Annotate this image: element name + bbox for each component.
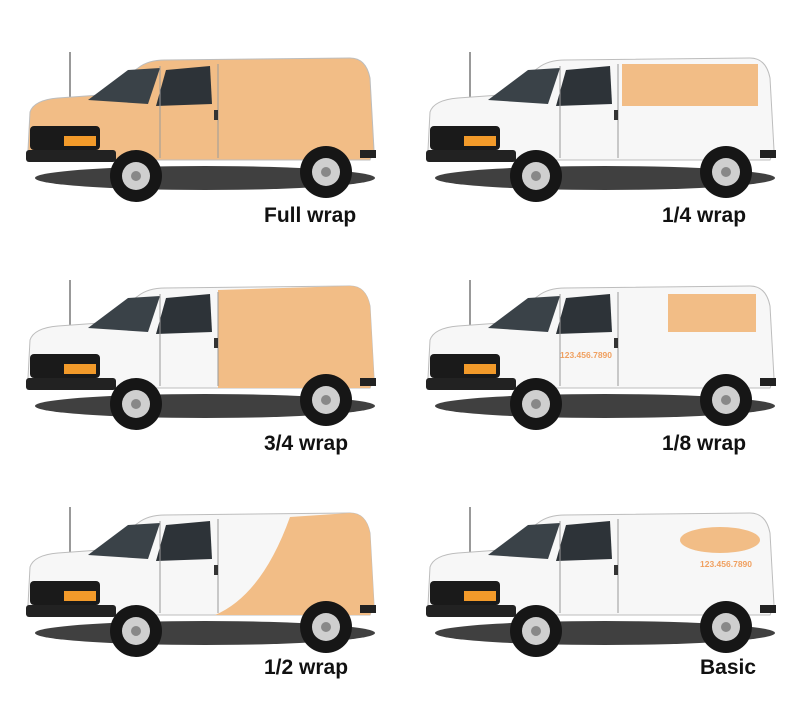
windshield xyxy=(488,296,560,332)
van-illustration xyxy=(26,280,376,430)
side-window xyxy=(156,294,212,334)
van-panel-eighth: 123.456.7890 xyxy=(400,228,800,468)
rear-bumper xyxy=(760,378,776,386)
van-body xyxy=(27,57,375,161)
van-illustration xyxy=(426,52,776,202)
wrap-label: 1/2 wrap xyxy=(264,656,349,679)
wrap-label: 1/8 wrap xyxy=(662,432,747,455)
windshield xyxy=(88,523,160,559)
wrap-panel xyxy=(622,64,758,106)
van-panel-three-quarter xyxy=(0,228,400,468)
wrap-panel xyxy=(668,294,756,332)
windshield xyxy=(88,296,160,332)
headlight xyxy=(464,364,496,374)
rear-bumper xyxy=(760,150,776,158)
door-handle xyxy=(214,565,218,575)
door-handle xyxy=(214,110,218,120)
van-illustration xyxy=(26,52,376,202)
rear-bumper xyxy=(360,605,376,613)
phone-number-text: 123.456.7890 xyxy=(700,559,752,569)
headlight xyxy=(464,136,496,146)
rear-bumper xyxy=(360,150,376,158)
side-window xyxy=(556,294,612,334)
bumper xyxy=(26,605,116,617)
wrap-label: 3/4 wrap xyxy=(264,432,349,455)
door-handle xyxy=(214,338,218,348)
headlight xyxy=(464,591,496,601)
bumper xyxy=(26,150,116,162)
wrap-label: 1/4 wrap xyxy=(662,204,747,227)
door-handle xyxy=(614,338,618,348)
bumper xyxy=(426,150,516,162)
wrap-panel xyxy=(218,286,374,388)
side-window xyxy=(156,521,212,561)
van-panel-basic: 123.456.7890 xyxy=(400,455,800,695)
bumper xyxy=(26,378,116,390)
windshield xyxy=(88,68,160,104)
headlight xyxy=(64,591,96,601)
headlight xyxy=(64,136,96,146)
van-panel-half xyxy=(0,455,400,695)
side-window xyxy=(556,66,612,106)
door-handle xyxy=(614,110,618,120)
van-illustration xyxy=(26,507,376,657)
wrap-label: Basic xyxy=(700,656,757,679)
wrap-panel xyxy=(215,513,374,615)
van-panel-full xyxy=(0,0,400,240)
door-handle xyxy=(614,565,618,575)
rear-bumper xyxy=(760,605,776,613)
headlight xyxy=(64,364,96,374)
side-window xyxy=(156,66,212,106)
phone-number-text: 123.456.7890 xyxy=(560,350,612,360)
wrap-logo-oval xyxy=(680,527,760,553)
van-panel-quarter xyxy=(400,0,800,240)
windshield xyxy=(488,68,560,104)
windshield xyxy=(488,523,560,559)
wrap-label: Full wrap xyxy=(264,204,357,227)
van-illustration: 123.456.7890 xyxy=(426,507,776,657)
van-illustration: 123.456.7890 xyxy=(426,280,776,430)
side-window xyxy=(556,521,612,561)
rear-bumper xyxy=(360,378,376,386)
bumper xyxy=(426,378,516,390)
bumper xyxy=(426,605,516,617)
